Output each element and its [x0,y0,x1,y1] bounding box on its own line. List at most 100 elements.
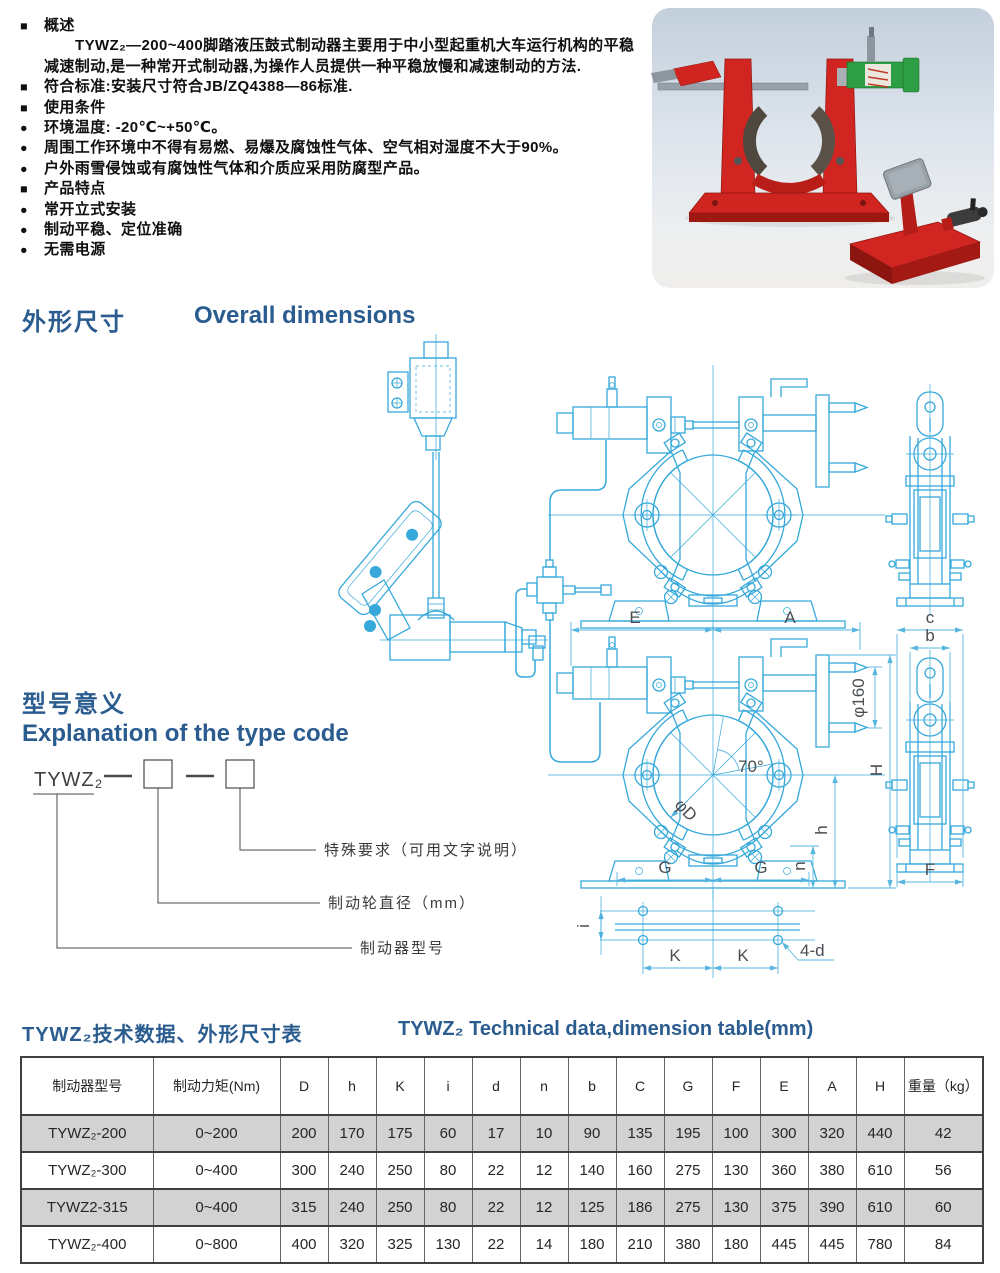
typecode-box-special [225,759,255,789]
column-header: A [807,1056,857,1116]
column-header: C [615,1056,665,1116]
table-cell: 180 [711,1225,761,1264]
typecode-diagram: TYWZ₂ 特殊要求（可用文字说明） 制动轮直径（mm） 制动器型号 [33,759,528,957]
dim-label-K-left: K [669,946,681,965]
table-cell: 240 [327,1151,377,1190]
intro-item: ● 常开立式安装 [20,200,648,220]
intro-text: 减速制动,是一种常开式制动器,为操作人员提供一种平稳放慢和减速制动的方法. [44,57,582,75]
typecode-label-special: 特殊要求（可用文字说明） [324,842,528,859]
table-cell: 0~400 [152,1151,281,1190]
dimension-drawing: E A φ160 H h n 70° φD G G [338,334,975,978]
table-cell: 200 [279,1114,329,1153]
intro-text: 产品特点 [44,180,106,198]
table-cell: 186 [615,1188,665,1227]
dim-label-G-right: G [754,858,767,877]
typecode-heading: 型号意义 Explanation of the type code [22,690,349,748]
table-cell: 84 [903,1225,984,1264]
intro-text: TYWZ₂—200~400脚踏液压鼓式制动器主要用于中小型起重机大车运行机构的平… [75,37,635,55]
bullet-marker: ■ [20,182,28,197]
table-cell: 300 [279,1151,329,1190]
pedal-master-cylinder-drawing [338,334,548,661]
table-cell: 130 [711,1151,761,1190]
table-cell: 240 [327,1188,377,1227]
bullet-marker: ■ [20,80,28,95]
typecode-label-model: 制动器型号 [360,940,445,957]
column-header: i [423,1056,473,1116]
table-heading-zh: TYWZ₂技术数据、外形尺寸表 [22,1024,303,1046]
typecode-heading-en: Explanation of the type code [22,720,349,747]
dimensions-heading: 外形尺寸 Overall dimensions [22,302,415,337]
table-cell: 325 [375,1225,425,1264]
typecode-heading-zh: 型号意义 [22,691,126,718]
base-plan-drawing [600,890,815,978]
dimensions-heading-en: Overall dimensions [194,302,416,329]
dim-label-phiD: φD [671,795,701,825]
bullet-marker: ● [20,121,28,136]
column-header: b [567,1056,617,1116]
table-cell: TYWZ₂-400 [20,1225,154,1264]
table-cell: 440 [855,1114,905,1153]
table-cell: 250 [375,1151,425,1190]
table-cell: 170 [327,1114,377,1153]
intro-text: 常开立式安装 [44,200,137,218]
intro-item: ●环境温度: -20℃~+50℃。 [20,118,648,138]
hydraulic-pipe-bottom [549,620,601,763]
table-cell: 275 [663,1151,713,1190]
column-header: 制动器型号 [20,1056,154,1116]
column-header: E [759,1056,809,1116]
table-cell: 380 [663,1225,713,1264]
column-header: n [519,1056,569,1116]
table-cell: 12 [519,1188,569,1227]
dim-label-G-left: G [658,858,671,877]
table-cell: 60 [903,1188,984,1227]
table-cell: 320 [807,1114,857,1153]
table-cell: 780 [855,1225,905,1264]
bullet-marker: ● [20,202,28,217]
typecode-box-diameter [143,759,173,789]
bullet-marker: ■ [20,100,28,115]
foot-pedal-unit-shape [845,158,988,285]
table-cell: 10 [519,1114,569,1153]
column-header: 重量（kg） [903,1056,984,1116]
dim-label-h: h [812,825,831,834]
intro-text: 户外雨雪侵蚀或有腐蚀性气体和介质应采用防腐型产品。 [44,159,430,177]
intro-item: ●周围工作环境中不得有易燃、易爆及腐蚀性气体、空气相对湿度不大于90%。 [20,138,648,158]
table-cell: 22 [471,1225,521,1264]
table-cell: 380 [807,1151,857,1190]
table-cell: TYWZ2-315 [20,1188,154,1227]
table-cell: 445 [759,1225,809,1264]
hydraulic-pipe-master [515,588,536,678]
table-cell: 195 [663,1114,713,1153]
intro-item: ■使用条件 [20,98,648,118]
table-cell: 250 [375,1188,425,1227]
table-cell: 56 [903,1151,984,1190]
table-cell: 390 [807,1188,857,1227]
table-cell: 12 [519,1151,569,1190]
table-cell: 17 [471,1114,521,1153]
intro-item: ●制动平稳、定位准确 [20,220,648,240]
intro-item: 减速制动,是一种常开式制动器,为操作人员提供一种平稳放慢和减速制动的方法. [20,57,648,77]
intro-text: 无需电源 [44,241,106,259]
dimensions-heading-zh: 外形尺寸 [22,309,126,336]
column-header: K [375,1056,425,1116]
table-cell: 610 [855,1188,905,1227]
table-cell: 360 [759,1151,809,1190]
table-cell: 0~400 [152,1188,281,1227]
table-cell: 275 [663,1188,713,1227]
product-photo-art [651,8,994,288]
table-cell: 90 [567,1114,617,1153]
table-cell: 160 [615,1151,665,1190]
table-cell: 130 [423,1225,473,1264]
dim-label-n: n [790,861,809,870]
hydraulic-cylinder-shape [837,27,920,93]
table-cell: 42 [903,1114,984,1153]
column-header: H [855,1056,905,1116]
bullet-marker: ● [20,243,28,258]
table-cell: 375 [759,1188,809,1227]
